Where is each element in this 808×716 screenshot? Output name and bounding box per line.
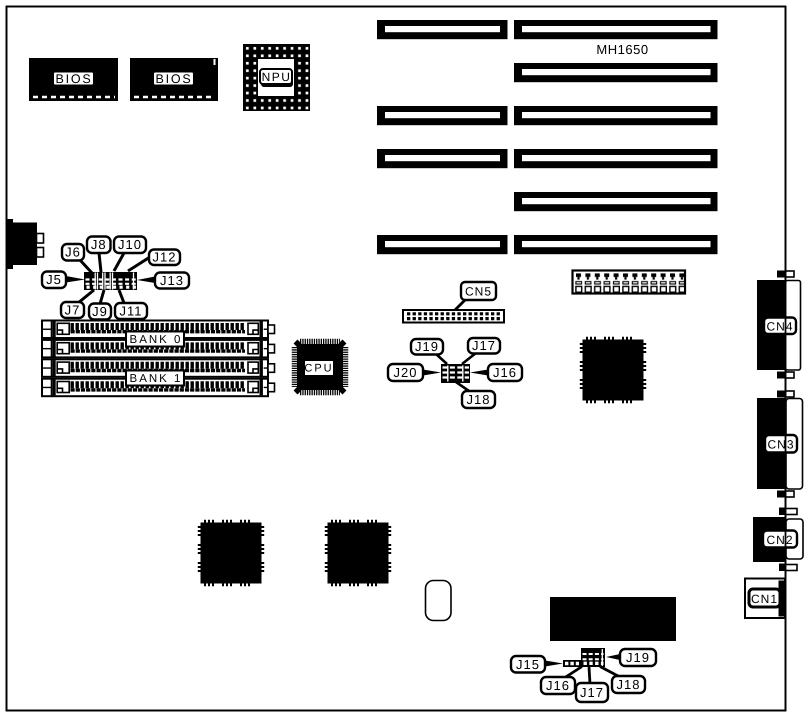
- svg-text:J20: J20: [394, 365, 418, 380]
- svg-text:J16: J16: [546, 678, 570, 693]
- svg-text:J10: J10: [118, 237, 142, 252]
- svg-text:BANK 1: BANK 1: [130, 373, 183, 385]
- svg-text:J6: J6: [65, 245, 81, 260]
- svg-text:J17: J17: [472, 338, 496, 353]
- svg-text:BIOS: BIOS: [55, 72, 92, 86]
- svg-text:J8: J8: [91, 237, 107, 252]
- svg-text:J11: J11: [120, 304, 143, 319]
- svg-text:J19: J19: [626, 650, 650, 665]
- svg-text:CN5: CN5: [465, 285, 492, 299]
- svg-text:BANK 0: BANK 0: [130, 334, 183, 346]
- svg-text:MH1650: MH1650: [596, 42, 648, 57]
- svg-text:J17: J17: [580, 685, 604, 700]
- svg-text:J19: J19: [415, 339, 439, 354]
- svg-text:J15: J15: [516, 657, 540, 672]
- svg-text:NPU: NPU: [262, 70, 292, 84]
- svg-text:CN3: CN3: [767, 438, 794, 452]
- svg-text:CN4: CN4: [766, 320, 793, 334]
- svg-text:J13: J13: [160, 273, 184, 288]
- svg-text:J18: J18: [467, 392, 491, 407]
- svg-text:CPU: CPU: [304, 363, 333, 375]
- svg-text:J5: J5: [46, 272, 62, 287]
- svg-text:CN2: CN2: [766, 533, 793, 547]
- svg-text:J18: J18: [617, 677, 641, 692]
- svg-text:J12: J12: [153, 250, 177, 265]
- svg-text:J7: J7: [65, 303, 81, 318]
- svg-text:CN1: CN1: [751, 592, 778, 606]
- svg-text:J16: J16: [493, 365, 517, 380]
- svg-text:BIOS: BIOS: [155, 72, 192, 86]
- svg-text:J9: J9: [92, 304, 108, 319]
